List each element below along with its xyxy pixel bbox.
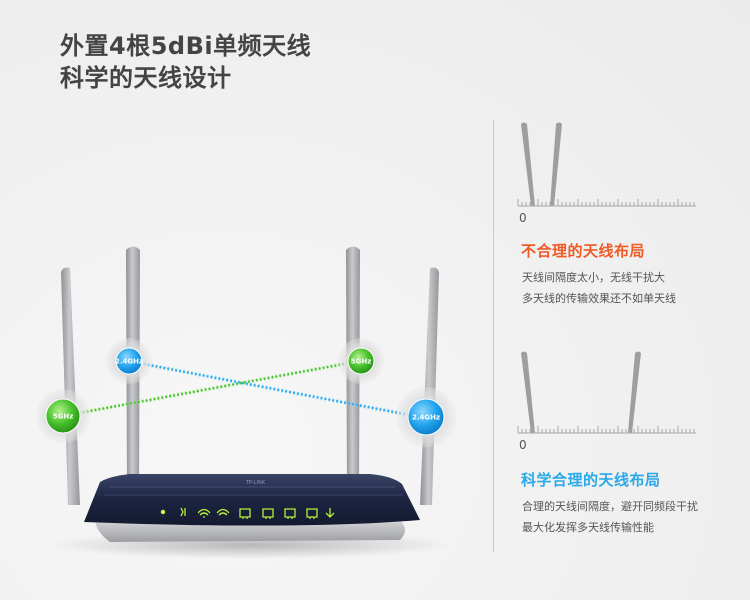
band-badge: 2.4GHz: [106, 338, 152, 384]
wifi-led-dot: [203, 516, 205, 518]
bad-layout-description: 天线间隔度太小，无线干扰大 多天线的传输效果还不如单天线: [522, 267, 742, 309]
section-divider: [493, 120, 494, 552]
good-layout-title: 科学合理的天线布局: [521, 471, 661, 489]
wan-led-icon: [239, 508, 251, 519]
headline-line-2: 科学的天线设计: [60, 64, 232, 92]
antenna-icon: [628, 351, 641, 433]
ruler-zero-label: 0: [519, 438, 527, 452]
power-led-icon: [160, 509, 166, 515]
band-label: 2.4GHz: [115, 358, 143, 366]
antenna-icon: [550, 122, 562, 206]
bad-antenna-diagram: 0: [517, 122, 696, 225]
system-led-icon: [180, 507, 186, 517]
headline-line-1: 外置4根5dBi单频天线: [60, 32, 312, 60]
ruler: [517, 199, 696, 207]
antenna-icon: [521, 351, 535, 433]
antenna-icon: [521, 122, 535, 206]
band-label: 5GHz: [351, 358, 372, 366]
wifi5-led-icon: [216, 508, 230, 516]
good-layout-description: 合理的天线间隔度，避开同频段干扰 最大化发挥多天线传输性能: [522, 496, 742, 538]
status-led-row: [160, 507, 335, 519]
bad-desc-line-1: 天线间隔度太小，无线干扰大: [522, 271, 665, 284]
antenna-icon: [420, 267, 439, 505]
band-label: 2.4GHz: [412, 414, 440, 422]
feature-headline: 外置4根5dBi单频天线 科学的天线设计: [60, 30, 311, 94]
good-antenna-diagram: 0: [517, 351, 696, 452]
lan-led-icon: [306, 508, 318, 519]
router-base: [95, 520, 405, 542]
band-label: 5GHz: [53, 413, 74, 421]
usb-led-icon: [325, 508, 335, 518]
antenna-icon: [61, 267, 80, 505]
good-desc-line-1: 合理的天线间隔度，避开同频段干扰: [522, 500, 698, 513]
band-badge: 5GHz: [338, 338, 384, 384]
ruler-zero-label: 0: [519, 211, 527, 225]
good-desc-line-2: 最大化发挥多天线传输性能: [522, 521, 654, 534]
band-badge: 5GHz: [36, 389, 90, 443]
band-badge: 2.4GHz: [396, 387, 456, 447]
bad-layout-title: 不合理的天线布局: [521, 242, 646, 260]
signal-beams: [62, 359, 426, 420]
router-brand-logo: TP-LINK: [245, 480, 266, 486]
bad-desc-line-2: 多天线的传输效果还不如单天线: [522, 292, 676, 305]
lan-led-icon: [284, 508, 296, 519]
lan-led-icon: [262, 508, 274, 519]
beam-2-4ghz: [127, 360, 426, 419]
ruler: [517, 426, 696, 434]
wifi-led-icon: [197, 508, 211, 516]
